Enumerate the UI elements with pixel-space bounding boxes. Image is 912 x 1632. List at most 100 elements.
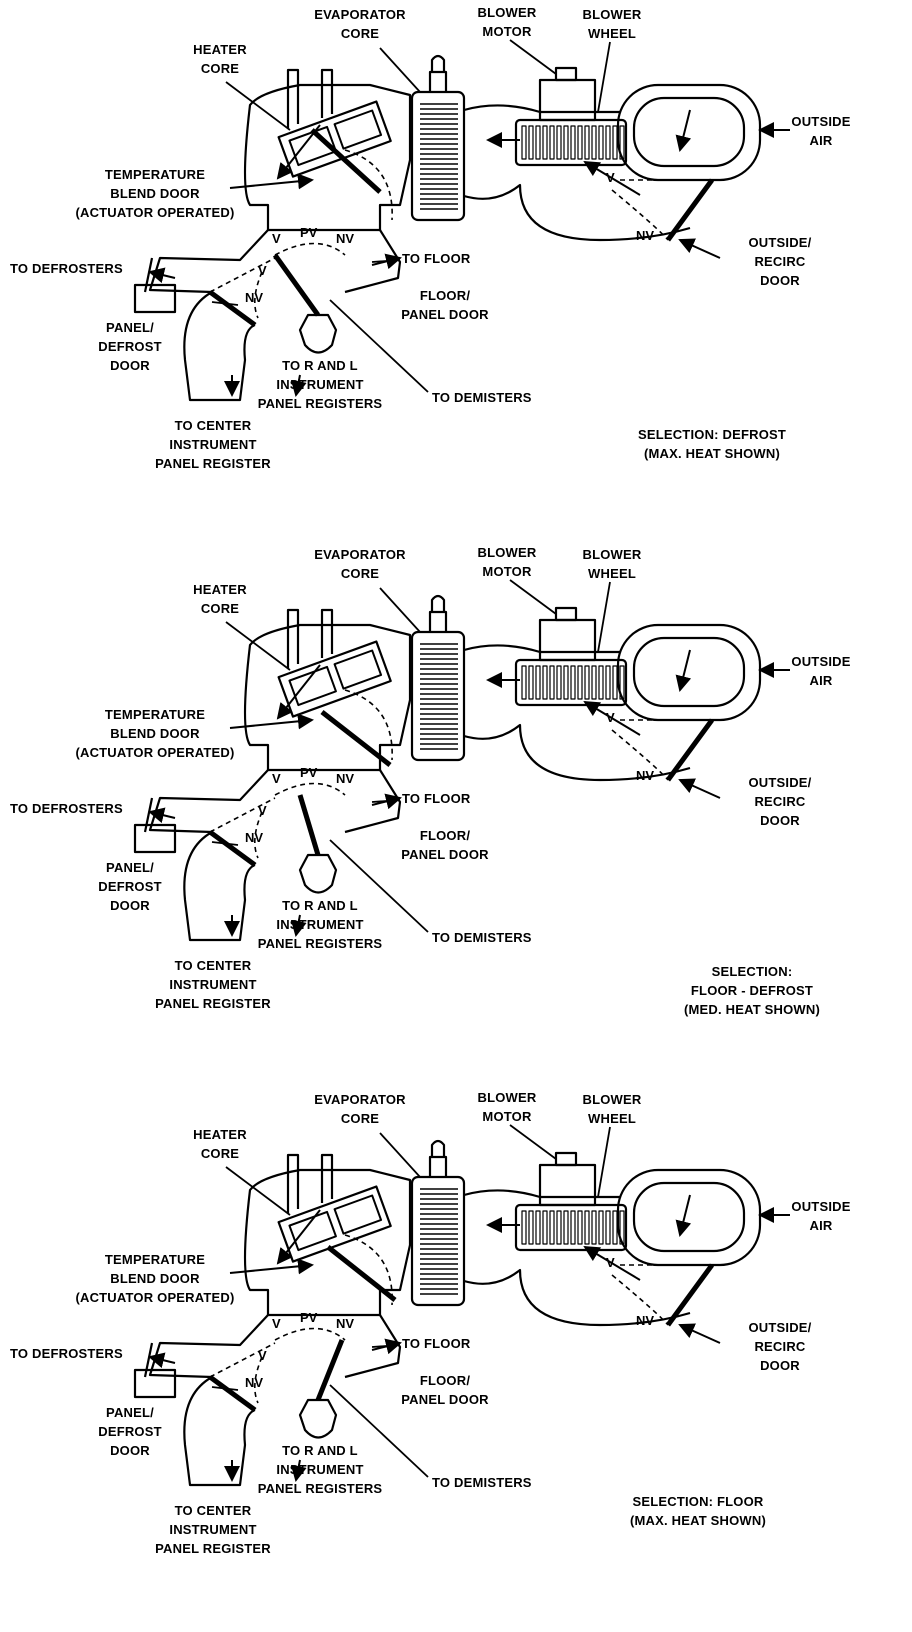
outside-recirc-door-label-line: OUTSIDE/ — [748, 1320, 812, 1335]
door-position-v: V — [258, 1348, 267, 1363]
r-and-l-register-outlet — [298, 313, 338, 354]
blower-wheel — [514, 118, 628, 167]
to-r-and-l-label-line: PANEL REGISTERS — [257, 396, 383, 411]
to-defrosters-label-line: TO DEFROSTERS — [10, 1346, 123, 1361]
door-position-nv: NV — [245, 1375, 264, 1390]
temperature-blend-door-label-line: BLEND DOOR — [110, 726, 200, 741]
floor-panel-door-label-line: PANEL DOOR — [401, 847, 489, 862]
to-center-label-line: TO CENTER — [174, 958, 252, 973]
outside-recirc-door-label-line: DOOR — [760, 1358, 800, 1373]
label-leaders — [211, 1124, 611, 1478]
panel-defrost-door-label-line: DOOR — [110, 358, 150, 373]
label-leaders — [211, 579, 611, 933]
heater-pipes — [286, 1153, 334, 1213]
outside-air-inlet — [616, 1168, 762, 1267]
temperature-blend-door-label-line: TEMPERATURE — [104, 1252, 206, 1267]
selection-caption-line: (MAX. HEAT SHOWN) — [629, 1513, 767, 1528]
blower-duct — [463, 1189, 691, 1327]
selection-caption-line: FLOOR - DEFROST — [690, 983, 814, 998]
door-position-v: V — [272, 1316, 281, 1331]
to-center-label-line: INSTRUMENT — [169, 977, 257, 992]
outside-recirc-door-label-line: DOOR — [760, 813, 800, 828]
hvac-housing-drawing — [133, 1124, 790, 1487]
to-demisters-label: TO DEMISTERS — [432, 388, 562, 407]
selection-caption-line: SELECTION: DEFROST — [637, 427, 787, 442]
blower-motor-label-line: MOTOR — [482, 564, 532, 579]
floor-panel-door-label: FLOOR/PANEL DOOR — [390, 1371, 500, 1409]
outside-recirc-door-label-line: RECIRC — [754, 1339, 806, 1354]
to-center-label-line: INSTRUMENT — [169, 1522, 257, 1537]
door-position-v: V — [258, 803, 267, 818]
door-position-pv: PV — [300, 765, 318, 780]
distribution-plenum — [148, 1314, 402, 1379]
temperature-blend-door — [326, 1245, 397, 1302]
r-and-l-register-outlet — [298, 1398, 338, 1439]
blower-motor-label-line: BLOWER — [477, 545, 537, 560]
door-position-v: V — [606, 1255, 615, 1270]
floor-panel-door-label-line: FLOOR/ — [419, 828, 471, 843]
to-r-and-l-label-line: INSTRUMENT — [276, 917, 364, 932]
to-demisters-label: TO DEMISTERS — [432, 928, 562, 947]
heater-pipes — [286, 68, 334, 128]
door-position-pv: PV — [300, 225, 318, 240]
distribution-plenum — [148, 229, 402, 294]
panel-defrost-door — [208, 829, 257, 868]
door-position-pv: PV — [300, 1310, 318, 1325]
selection-caption-line: SELECTION: — [711, 964, 793, 979]
panel-defrost-door-label-line: DOOR — [110, 898, 150, 913]
selection-caption-line: SELECTION: FLOOR — [632, 1494, 764, 1509]
to-floor-label-line: TO FLOOR — [402, 791, 471, 806]
outside-air-label: OUTSIDE AIR — [786, 1197, 856, 1235]
selection-caption: SELECTION: DEFROST (MAX. HEAT SHOWN) — [622, 425, 802, 463]
door-position-nv: NV — [336, 1316, 355, 1331]
to-defrosters-label-line: TO DEFROSTERS — [10, 801, 123, 816]
heater-housing — [243, 623, 412, 772]
evaporator-core — [410, 1139, 466, 1307]
to-center-label-line: PANEL REGISTER — [155, 996, 271, 1011]
airflow-arrows — [148, 109, 790, 397]
blower-wheel-label-line: WHEEL — [588, 566, 636, 581]
outside-recirc-door — [665, 1263, 715, 1327]
to-r-and-l-label-line: INSTRUMENT — [276, 1462, 364, 1477]
to-center-label-line: INSTRUMENT — [169, 437, 257, 452]
panel-defrost-door-label-line: DEFROST — [98, 879, 162, 894]
blower-motor-label-line: MOTOR — [482, 1109, 532, 1124]
outside-air-label-line: OUTSIDE — [791, 1199, 851, 1214]
door-position-nv: NV — [245, 290, 264, 305]
outside-recirc-door-label-line: OUTSIDE/ — [748, 775, 812, 790]
to-center-label-line: PANEL REGISTER — [155, 1541, 271, 1556]
outside-recirc-door-label: OUTSIDE/RECIRC DOOR — [730, 1318, 830, 1375]
center-register-duct — [183, 831, 256, 942]
temperature-blend-door-label-line: (ACTUATOR OPERATED) — [75, 745, 235, 760]
to-r-and-l-label-line: INSTRUMENT — [276, 377, 364, 392]
blower-wheel-label-line: WHEEL — [588, 1111, 636, 1126]
outside-air-label-line: AIR — [809, 1218, 833, 1233]
blower-wheel — [514, 658, 628, 707]
to-demisters-label-line: TO DEMISTERS — [432, 930, 532, 945]
label-leaders — [211, 39, 611, 393]
temperature-blend-door-label-line: (ACTUATOR OPERATED) — [75, 1290, 235, 1305]
temperature-blend-door — [310, 128, 382, 194]
selection-caption-line: (MAX. HEAT SHOWN) — [643, 446, 781, 461]
evaporator-core-label-line: EVAPORATOR — [314, 1092, 406, 1107]
floor-panel-door — [272, 253, 321, 317]
temperature-blend-door — [320, 710, 392, 767]
floor-panel-door-label-line: PANEL DOOR — [401, 1392, 489, 1407]
floor-panel-door — [315, 1339, 345, 1401]
to-floor-label: TO FLOOR — [402, 789, 492, 808]
to-defrosters-label: TO DEFROSTERS — [10, 799, 150, 818]
heater-core-label-line: HEATER — [193, 42, 247, 57]
door-position-nv: NV — [245, 830, 264, 845]
outside-air-inlet — [616, 83, 762, 182]
to-floor-label: TO FLOOR — [402, 1334, 492, 1353]
temperature-blend-door-label-line: TEMPERATURE — [104, 167, 206, 182]
blower-motor-label-line: BLOWER — [477, 5, 537, 20]
to-defrosters-label-line: TO DEFROSTERS — [10, 261, 123, 276]
